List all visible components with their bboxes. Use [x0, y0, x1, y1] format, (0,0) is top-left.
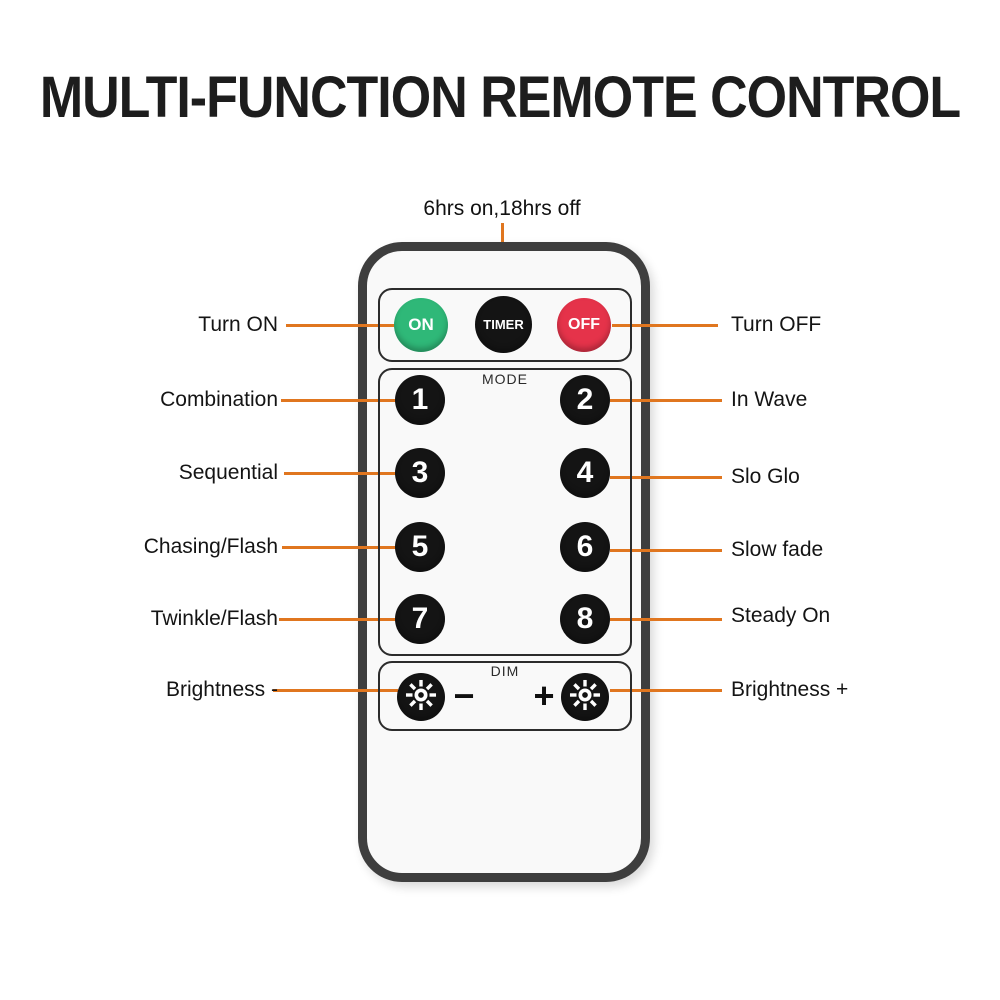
mode-button-4: 4: [560, 448, 610, 498]
callout-line-sequential: [284, 472, 398, 475]
dim-section-frame: [378, 661, 632, 731]
sun-icon: [404, 678, 438, 717]
callout-line-slow-fade: [610, 549, 722, 552]
mode-section-label: MODE: [482, 371, 528, 387]
dim-minus-sign: −: [453, 675, 475, 716]
callout-label-brightness-minus: Brightness -: [165, 678, 278, 701]
dim-plus-sign: +: [533, 675, 555, 716]
callout-line-turn-on: [286, 324, 396, 327]
mode-button-5: 5: [395, 522, 445, 572]
page-title: MULTI-FUNCTION REMOTE CONTROL: [39, 65, 961, 131]
callout-label-chasing-flash: Chasing/Flash: [143, 535, 278, 558]
mode-section-frame: [378, 368, 632, 656]
mode-button-1: 1: [395, 375, 445, 425]
callout-line-brightness-plus: [610, 689, 722, 692]
callout-line-slo-glo: [610, 476, 722, 479]
callout-label-turn-off: Turn OFF: [731, 313, 822, 336]
callout-label-combination: Combination: [160, 388, 278, 411]
callout-line-steady-on: [610, 618, 722, 621]
brightness-down-button: [397, 673, 445, 721]
callout-line-turn-off: [612, 324, 718, 327]
callout-label-in-wave: In Wave: [731, 388, 808, 411]
mode-button-6: 6: [560, 522, 610, 572]
mode-button-3: 3: [395, 448, 445, 498]
callout-label-sequential: Sequential: [178, 461, 278, 484]
callout-line-brightness-minus: [273, 689, 398, 692]
callout-line-twinkle-flash: [279, 618, 398, 621]
callout-line-chasing-flash: [282, 546, 398, 549]
timer-callout-label: 6hrs on,18hrs off: [423, 197, 581, 220]
callout-label-twinkle-flash: Twinkle/Flash: [150, 607, 278, 630]
callout-label-steady-on: Steady On: [731, 604, 831, 627]
callout-label-brightness-plus: Brightness +: [731, 678, 849, 701]
mode-button-8: 8: [560, 594, 610, 644]
callout-line-combination: [281, 399, 398, 402]
timer-button: TIMER: [475, 296, 532, 353]
callout-label-slow-fade: Slow fade: [731, 538, 824, 561]
power-section-frame: [378, 288, 632, 362]
mode-button-2: 2: [560, 375, 610, 425]
sun-icon: [568, 678, 602, 717]
off-button: OFF: [557, 298, 611, 352]
dim-section-label: DIM: [490, 663, 520, 679]
brightness-up-button: [561, 673, 609, 721]
callout-line-in-wave: [610, 399, 722, 402]
callout-label-turn-on: Turn ON: [198, 313, 278, 336]
on-button: ON: [394, 298, 448, 352]
mode-button-7: 7: [395, 594, 445, 644]
callout-label-slo-glo: Slo Glo: [731, 465, 800, 488]
